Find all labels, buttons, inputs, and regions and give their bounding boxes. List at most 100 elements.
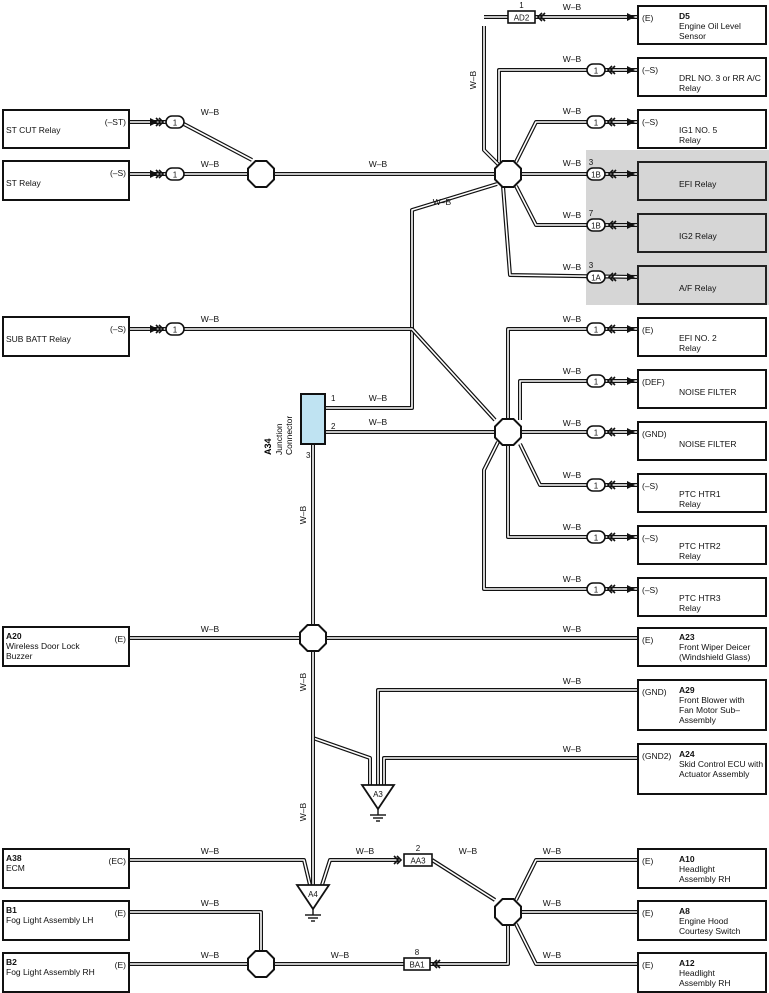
- wire-core: [515, 923, 637, 965]
- terminal-label: (GND2): [642, 751, 672, 761]
- connector-pin-number: 2: [416, 844, 421, 853]
- component-af-relay: A/F Relay: [637, 265, 767, 305]
- terminal-label: (E): [114, 908, 126, 918]
- wire-core: [321, 859, 400, 886]
- wire-color-label: W–B: [201, 107, 220, 117]
- wire-color-label: W–B: [201, 898, 220, 908]
- component-drl-relay: (–S) DRL NO. 3 or RR A/C Relay: [637, 57, 767, 97]
- component-code: A24: [679, 749, 695, 759]
- wire-color-label: W–B: [563, 210, 582, 220]
- wire-color-label: W–B: [356, 846, 375, 856]
- connector-pin-right: [586, 425, 606, 439]
- component-code: A23: [679, 632, 695, 642]
- wire-color-label: W–B: [369, 393, 388, 403]
- wire-core: [130, 859, 311, 886]
- connector-1b-efi: [586, 167, 606, 181]
- component-name: EFI NO. 2 Relay: [679, 333, 717, 353]
- terminal-label: (–S): [109, 168, 126, 178]
- connector-pin-right: [586, 115, 606, 129]
- connector-chevron: [606, 532, 616, 542]
- wire: [518, 379, 637, 420]
- component-st-relay: ST Relay (–S): [2, 160, 130, 201]
- wire-arrow: [627, 377, 635, 385]
- component-st-cut-relay: ST CUT Relay (–ST): [2, 109, 130, 149]
- wire-core: [515, 859, 637, 901]
- wire-arrow: [627, 273, 635, 281]
- wire-color-label: W–B: [563, 2, 582, 12]
- connector-1a-af: [586, 270, 606, 284]
- wire-color-label: W–B: [563, 744, 582, 754]
- connector-pin-number: 1: [519, 1, 524, 10]
- junction-code: A34: [263, 438, 273, 455]
- connector-chevron: [536, 12, 546, 22]
- wire: [130, 910, 263, 951]
- connector-chevron: [606, 376, 616, 386]
- wire-arrow: [150, 170, 158, 178]
- junction-line2: Connector: [284, 416, 294, 455]
- wire-color-label: W–B: [543, 950, 562, 960]
- wire: [320, 858, 400, 886]
- connector-pin-number: 1: [173, 171, 178, 180]
- component-name: IG1 NO. 5 Relay: [679, 125, 718, 145]
- connector-pin-number: 1: [594, 326, 599, 335]
- wire-core: [130, 121, 253, 161]
- junction-line1: Junction: [274, 423, 284, 455]
- wire: [376, 688, 637, 785]
- wire-color-label: W–B: [459, 846, 478, 856]
- connector-pin-number: 1: [594, 482, 599, 491]
- component-name: SUB BATT Relay: [6, 334, 71, 344]
- wire-color-label: W–B: [563, 366, 582, 376]
- terminal-label: (DEF): [642, 377, 665, 387]
- connector-chevron: [606, 584, 616, 594]
- wire-color-label: W–B: [298, 672, 308, 691]
- connector-label: BA1: [409, 961, 425, 970]
- component-name: PTC HTR2 Relay: [679, 541, 721, 561]
- wire-color-label: W–B: [563, 418, 582, 428]
- wire-color-label: W–B: [298, 802, 308, 821]
- wire-color-label: W–B: [543, 898, 562, 908]
- wire-color-label: W–B: [563, 314, 582, 324]
- connector-pin-number: 1: [594, 67, 599, 76]
- wire: [482, 26, 501, 167]
- splice-point: [247, 950, 275, 978]
- connector-chevron: [606, 427, 616, 437]
- wire-color-label: W–B: [563, 262, 582, 272]
- connector-aa3: [403, 853, 433, 867]
- connector-pin-label: 1B: [591, 222, 601, 231]
- wire-core: [431, 859, 496, 901]
- component-ptc-htr2-relay: (–S) PTC HTR2 Relay: [637, 525, 767, 565]
- wire-core: [383, 757, 637, 785]
- wire-color-label: W–B: [563, 522, 582, 532]
- connector-chevron: [607, 169, 617, 179]
- wire: [430, 925, 510, 966]
- splice-points: [247, 160, 522, 978]
- wire-arrow: [150, 118, 158, 126]
- connector-pin-number: 1: [594, 119, 599, 128]
- connector-chevron: [606, 65, 616, 75]
- wire-arrow: [627, 481, 635, 489]
- ground-label: A3: [373, 790, 383, 799]
- component-code: A29: [679, 685, 695, 695]
- wire-arrow: [627, 533, 635, 541]
- wire-core: [377, 689, 637, 785]
- wire-color-label: W–B: [369, 417, 388, 427]
- terminal-label: (E): [642, 908, 654, 918]
- terminal-label: (GND): [642, 687, 667, 697]
- terminal-label: (E): [642, 325, 654, 335]
- connector-pin-number: 1: [594, 586, 599, 595]
- terminal-label: (–S): [642, 117, 659, 127]
- splice-point: [494, 160, 522, 188]
- wire-color-label: W–B: [563, 676, 582, 686]
- wire-arrow: [627, 585, 635, 593]
- junction-pin-number: 3: [306, 451, 311, 460]
- connector-pin-number: 1: [594, 378, 599, 387]
- splice-point: [494, 898, 522, 926]
- terminal-label: (–S): [642, 481, 659, 491]
- wire-core: [483, 26, 500, 166]
